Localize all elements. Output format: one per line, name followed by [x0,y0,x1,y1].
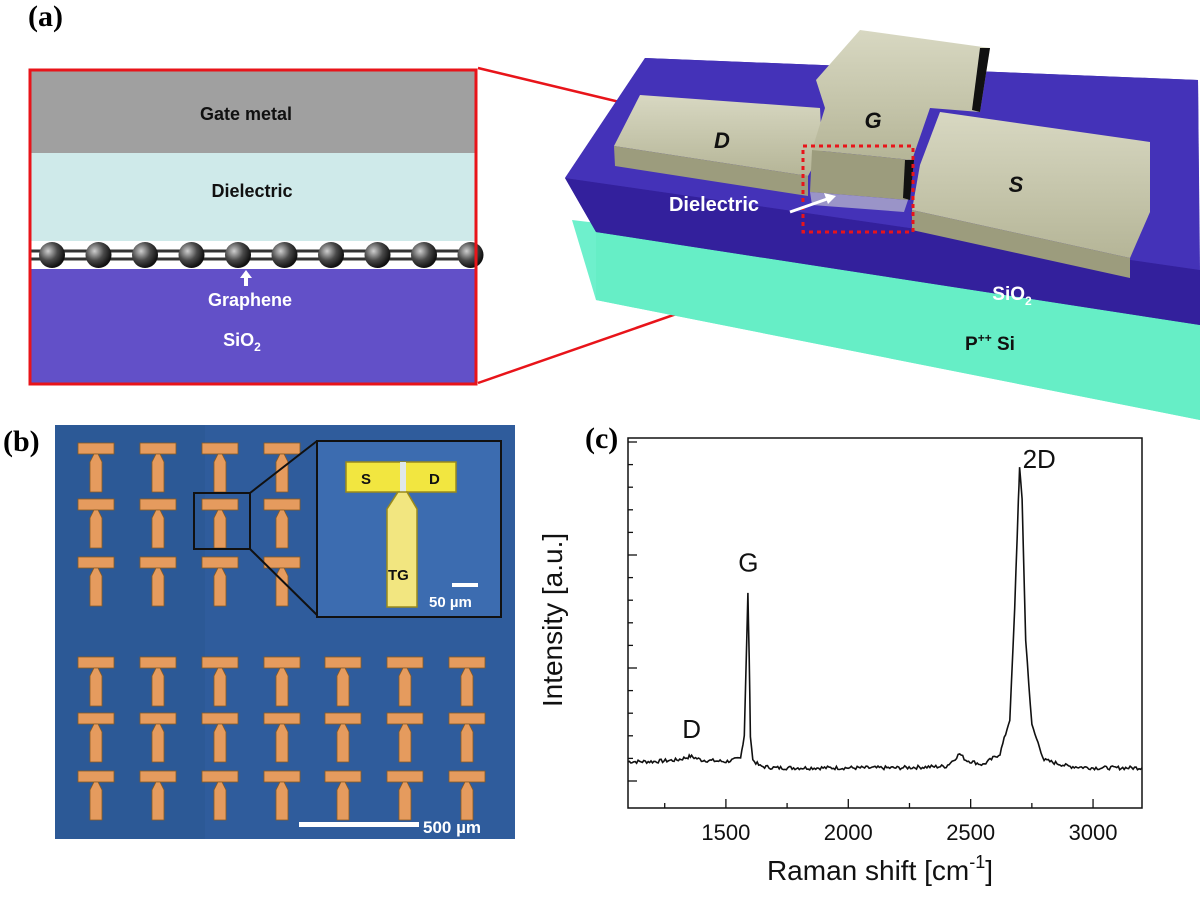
device-pad [448,656,486,707]
inset-gate-label: TG [388,567,409,584]
scale-bar [299,822,419,827]
zoom-box [801,144,915,234]
device-pad [77,712,115,763]
peak-label: G [738,548,758,578]
graphene-atoms [39,242,484,268]
source-pad [912,112,1150,258]
x-axis-label: Raman shift [cm-1] [767,852,993,886]
graphene-label: Graphene [208,290,292,310]
x-tick-label: 2000 [824,820,873,845]
carbon-atom [85,242,112,268]
device-pad [77,556,115,607]
raman-spectrum-line [627,467,1143,772]
panel-c-letter: (c) [585,422,619,455]
peak-label: 2D [1023,444,1056,474]
device-pad [139,498,177,549]
dielectric-label: Dielectric [211,181,292,201]
y-axis-label: Intensity [a.u.] [537,533,568,707]
source-label: S [1009,172,1024,197]
plot-frame [627,437,1143,809]
x-tick-label: 1500 [701,820,750,845]
scale-bar-label: 500 µm [423,818,481,837]
carbon-atom [132,242,158,268]
gate-electrode [812,30,990,160]
silicon-label: P++ Si [965,331,1015,355]
micro-inset: S D TG 50 µm [316,440,502,618]
carbon-atom [39,242,65,268]
sio2-layer [30,269,476,384]
x-tick-label: 3000 [1069,820,1118,845]
device-pad [77,770,115,821]
inset-scale-label: 50 µm [429,594,472,611]
dielectric-layer [30,153,476,241]
oxide-label: SiO2 [992,284,1032,308]
device-pad [201,770,239,821]
tick-labels: 1500 2000 2500 3000 [701,820,1117,845]
dielectric-3d-label: Dielectric [669,194,759,216]
graphene-arrow-icon [240,270,252,286]
device-pad [263,442,301,493]
device-pad [139,712,177,763]
carbon-atom [271,242,298,268]
device-pad [77,442,115,493]
gate-metal-layer [30,70,476,153]
device-pad [448,770,486,821]
device-pad [201,442,239,493]
carbon-atom [457,242,484,268]
peak-labels: D G 2D [682,444,1056,744]
carbon-atom [364,242,391,268]
micrograph: S D TG 50 µm 500 µm [55,425,515,839]
micro-zoom-box [193,492,251,550]
device-pad [77,656,115,707]
device-3d: D G S Dielectric SiO2 P++ Si [565,30,1200,420]
inset-border [28,68,478,386]
carbon-atom [178,242,205,268]
device-array [77,442,486,821]
device-pad [263,712,301,763]
inset-drain-label: D [429,471,440,488]
axis-ticks [628,441,1094,808]
inset-scale-bar [452,583,478,587]
device-pad [324,712,362,763]
device-pad [324,656,362,707]
drain-pad [614,95,822,176]
panel-a-letter: (a) [28,0,63,33]
panel-a-figure: Gate metal Dielectric Graphene SiO2 D G [28,30,1200,420]
gate-label: G [864,108,881,133]
raman-chart: 1500 2000 2500 3000 D G 2D Raman shift [cm-1]… [537,437,1143,886]
peak-label: D [682,714,701,744]
dielectric-arrow-icon [789,196,831,214]
carbon-atom [318,242,344,268]
cross-section-inset: Gate metal Dielectric Graphene SiO2 [28,68,484,386]
device-pad [201,556,239,607]
panel-b-letter: (b) [3,425,40,458]
device-pad [139,442,177,493]
carbon-atom [411,242,437,268]
x-tick-label: 2500 [946,820,995,845]
inset-source-label: S [361,471,371,488]
device-pad [386,770,424,821]
carbon-atom [225,242,251,268]
drain-label: D [714,128,730,153]
device-pad [386,656,424,707]
device-pad [263,656,301,707]
device-pad [263,770,301,821]
gate-metal-label: Gate metal [200,104,292,124]
device-pad [201,712,239,763]
device-pad [448,712,486,763]
device-pad [139,556,177,607]
device-pad [139,656,177,707]
device-pad [263,498,301,549]
device-pad [77,498,115,549]
device-pad [324,770,362,821]
inset-gate-pad [386,491,418,608]
device-pad [386,712,424,763]
device-pad [139,770,177,821]
sio2-label: SiO2 [223,330,261,354]
device-pad [201,656,239,707]
